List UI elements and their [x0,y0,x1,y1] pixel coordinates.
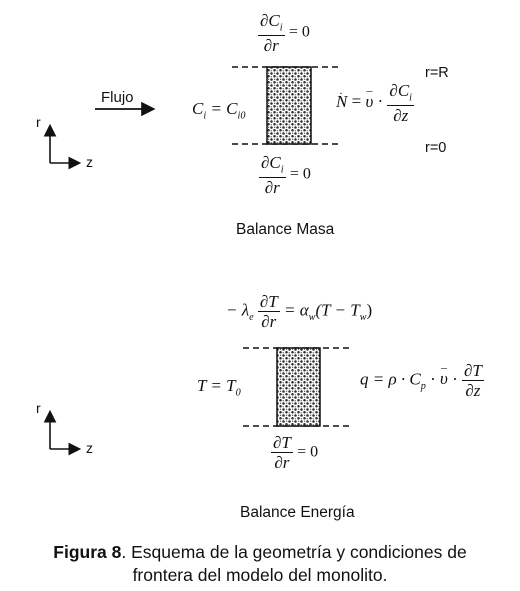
figure-caption: Figura 8. Esquema de la geometría y cond… [0,541,520,563]
mass-monolith-block [266,66,312,145]
mass-axis-r-label: r [36,114,41,130]
mass-bc-bottom: ∂Ci ∂r = 0 [259,153,311,197]
figure-caption-line2: frontera del modelo del monolito. [132,565,388,585]
energy-axis-r-label: r [36,400,41,416]
mass-axis-z-label: z [86,154,93,170]
figure-caption-text: . Esquema de la geometría y condiciones … [121,542,467,562]
energy-flux-equation: q = ρ · Cp · –υ · ∂T ∂z [360,360,484,400]
mass-flux-equation: ·N = –υ · ∂Ci ∂z [336,81,415,125]
energy-inlet-condition: T = T0 [197,376,241,399]
mass-axes [43,123,82,170]
r-equals-R-label: r=R [425,65,449,81]
energy-balance-title: Balance Energía [240,504,355,521]
energy-bc-bottom: ∂T ∂r = 0 [271,433,319,472]
mass-bc-top: ∂Ci ∂r = 0 [258,11,310,55]
figure-caption-label: Figura 8 [53,542,122,562]
r-equals-0-label: r=0 [425,140,447,156]
energy-bc-top: − λe ∂T ∂r = αw(T − Tw) [226,292,373,331]
flow-label: Flujo [101,89,134,106]
mass-inlet-condition: Ci = Ci0 [192,99,246,122]
mass-balance-title: Balance Masa [236,221,335,238]
energy-axes [43,409,82,456]
energy-axis-z-label: z [86,440,93,456]
energy-monolith-block [276,347,321,427]
